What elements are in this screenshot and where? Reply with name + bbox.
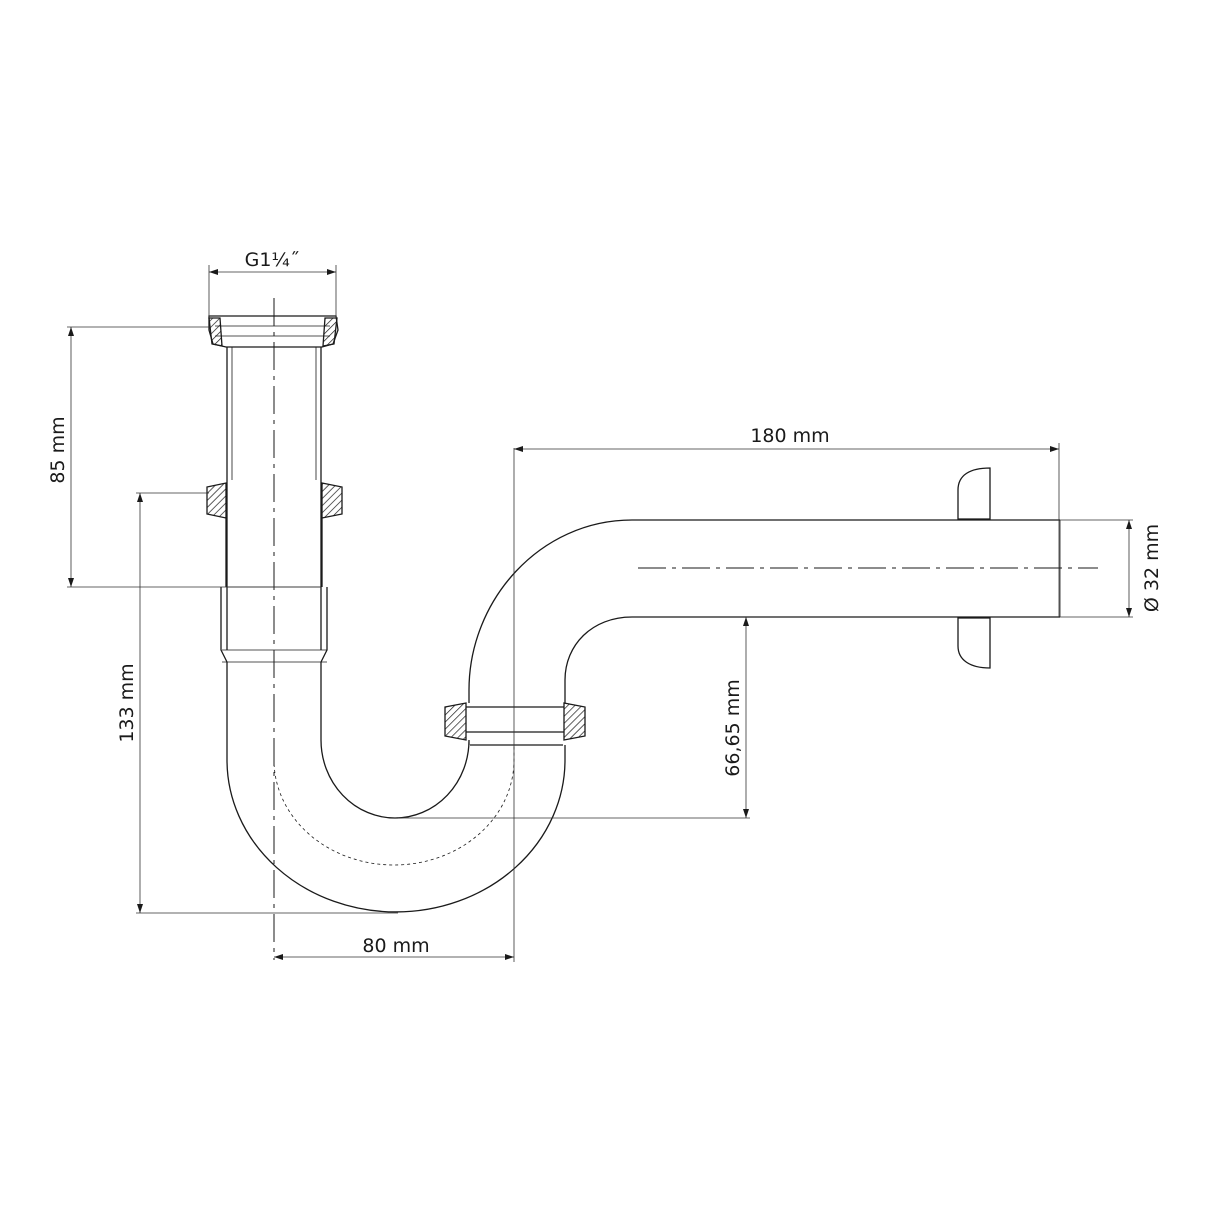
trap-height-dimension: 133 mm (116, 492, 398, 914)
middle-nut (206, 482, 343, 663)
outlet-length-dimension: 180 mm (514, 425, 1060, 617)
outlet-pipe (468, 519, 1061, 703)
diameter-dimension: Ø 32 mm (1060, 519, 1163, 618)
thread-dimension: G1¼˝ (208, 249, 337, 318)
trap-width-dimension: 80 mm (274, 448, 515, 962)
outlet-height-label: 66,65 mm (722, 679, 744, 776)
top-nut (208, 315, 339, 348)
trap-width-label: 80 mm (362, 935, 429, 957)
inlet-length-label: 85 mm (47, 416, 69, 483)
u-nut (444, 702, 586, 746)
outlet-length-label: 180 mm (750, 425, 829, 447)
wall-rosette (957, 467, 991, 669)
outlet-height-dimension: 66,65 mm (398, 617, 750, 819)
inlet-length-dimension: 85 mm (47, 326, 321, 588)
thread-label: G1¼˝ (245, 249, 300, 271)
diameter-label: Ø 32 mm (1141, 524, 1163, 612)
u-bend (226, 662, 566, 913)
trap-pipe (206, 315, 1061, 913)
trap-height-label: 133 mm (116, 663, 138, 742)
center-lines (273, 298, 1098, 960)
